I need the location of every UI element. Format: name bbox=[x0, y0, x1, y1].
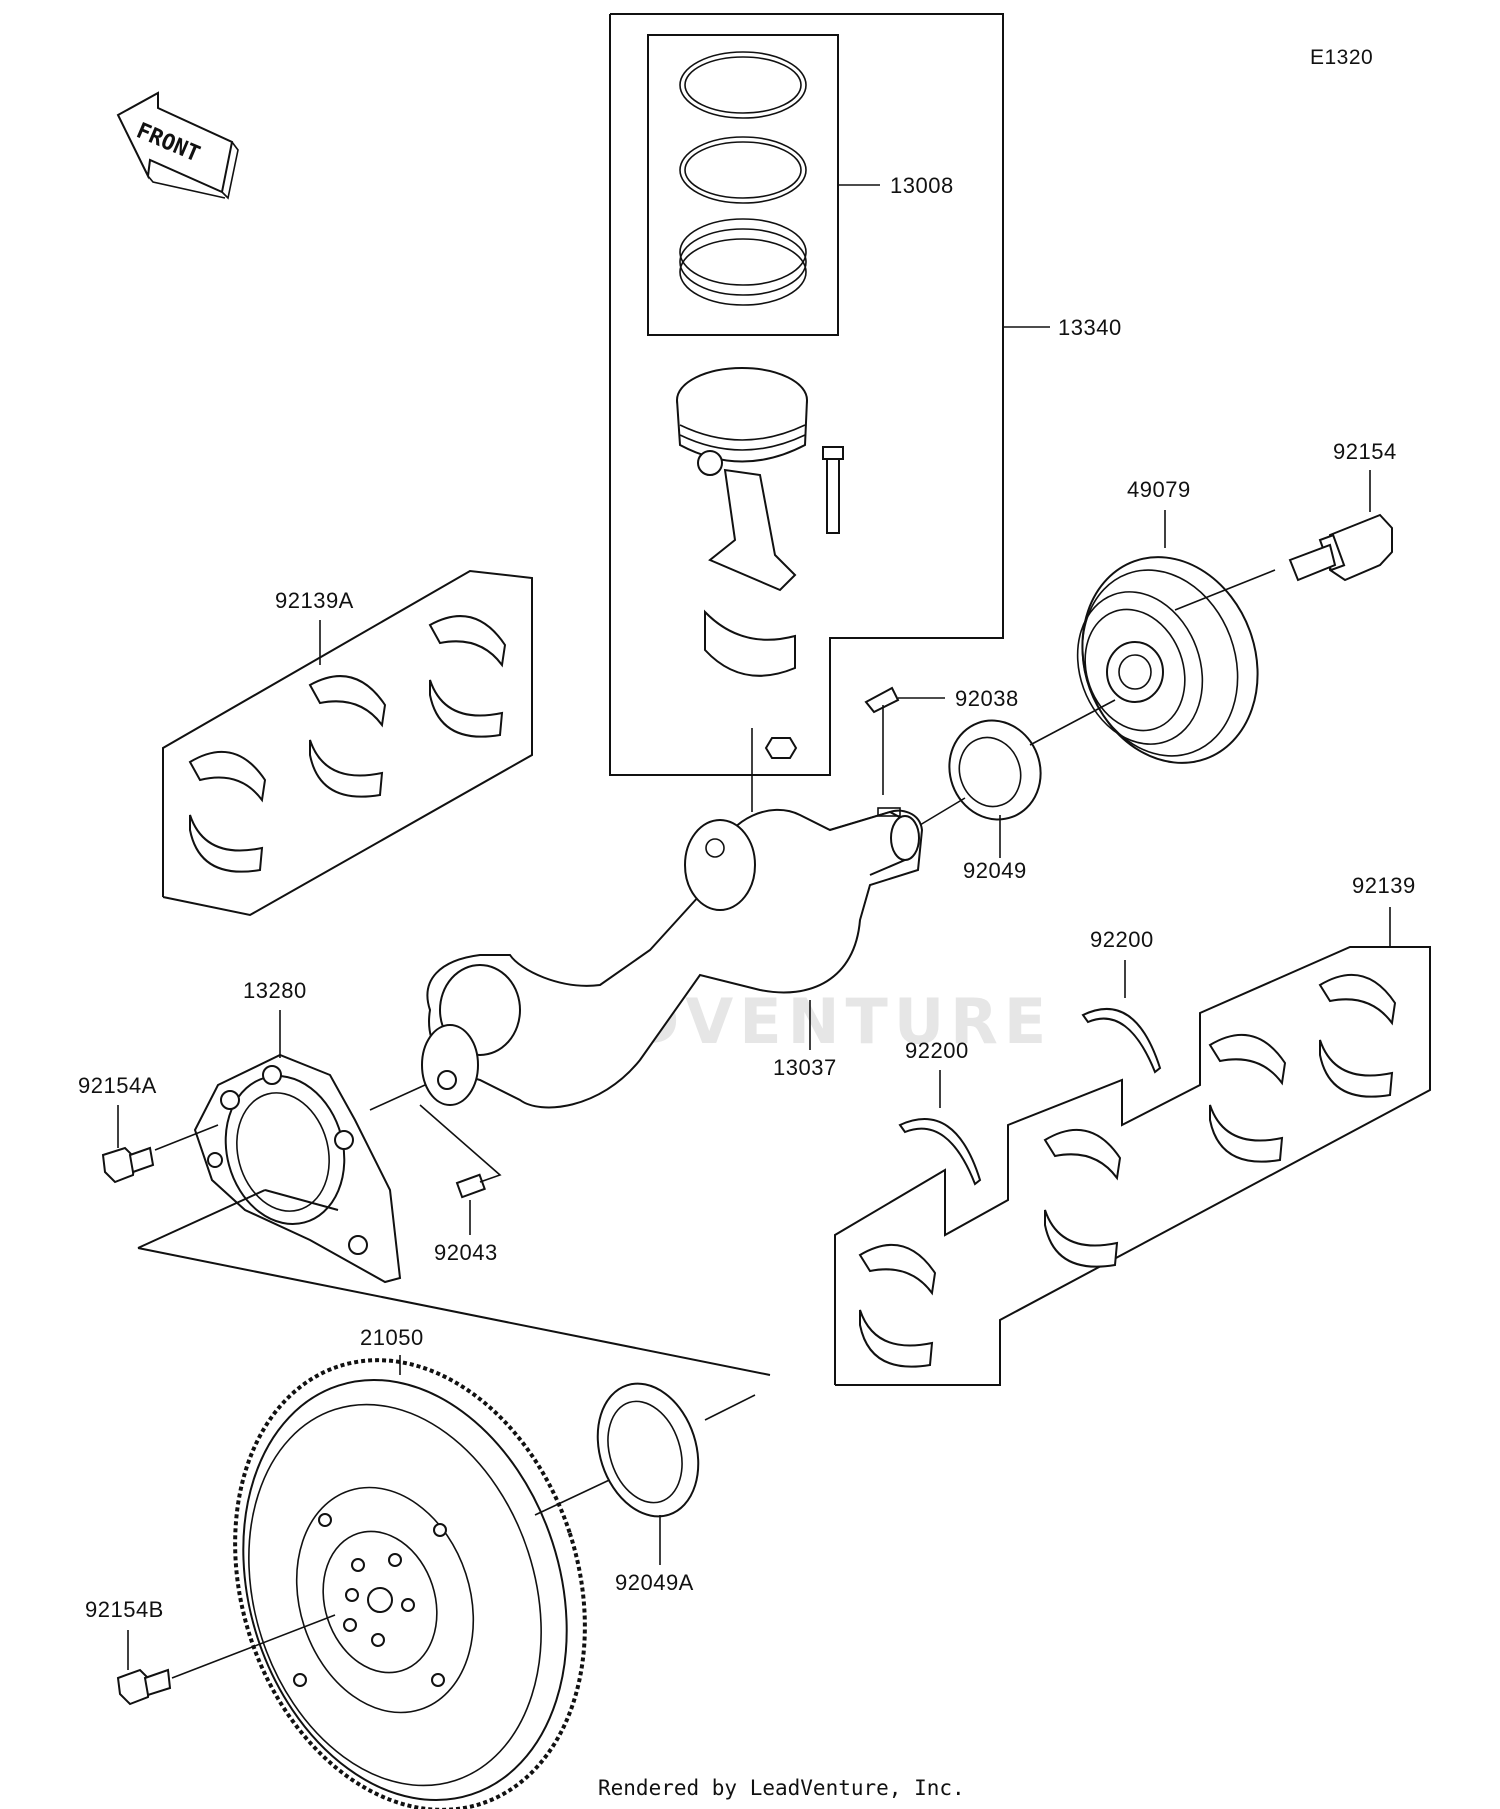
label-92139A[interactable]: 92139A bbox=[275, 588, 354, 613]
label-92200-upper[interactable]: 92200 bbox=[1090, 927, 1154, 952]
crankshaft-pulley-icon bbox=[1076, 556, 1259, 764]
label-92154A[interactable]: 92154A bbox=[78, 1073, 157, 1098]
footer-credit: Rendered by LeadVenture, Inc. bbox=[598, 1776, 965, 1800]
piston-rod-icon bbox=[676, 367, 844, 759]
label-21050[interactable]: 21050 bbox=[360, 1325, 424, 1350]
label-13340[interactable]: 13340 bbox=[1058, 315, 1122, 340]
label-92154B[interactable]: 92154B bbox=[85, 1597, 164, 1622]
front-arrow-icon: FRONT bbox=[116, 91, 239, 200]
woodruff-key-icon bbox=[864, 686, 900, 714]
label-92049A[interactable]: 92049A bbox=[615, 1570, 694, 1595]
bearing-shells-lower-icon bbox=[858, 973, 1397, 1368]
pulley-bolt-icon bbox=[1288, 513, 1393, 582]
bearing-housing-icon bbox=[193, 1053, 402, 1284]
label-92200-lower[interactable]: 92200 bbox=[905, 1038, 969, 1063]
bearing-set-box-92139 bbox=[834, 946, 1431, 1386]
label-13280[interactable]: 13280 bbox=[243, 978, 307, 1003]
bearing-shells-upper-icon bbox=[188, 615, 507, 873]
label-13008[interactable]: 13008 bbox=[890, 173, 954, 198]
ring-set-box-13008 bbox=[647, 34, 839, 336]
label-49079[interactable]: 49079 bbox=[1127, 477, 1191, 502]
label-92049[interactable]: 92049 bbox=[963, 858, 1027, 883]
rear-oil-seal-icon bbox=[596, 1382, 700, 1518]
label-92038[interactable]: 92038 bbox=[955, 686, 1019, 711]
bearing-set-box-92139A bbox=[162, 569, 533, 917]
piston-rings-icon bbox=[679, 51, 807, 306]
diagram-code: E1320 bbox=[1310, 46, 1373, 69]
crankshaft-icon bbox=[421, 807, 924, 1109]
label-92139[interactable]: 92139 bbox=[1352, 873, 1416, 898]
oil-seal-icon bbox=[948, 719, 1042, 821]
label-13037[interactable]: 13037 bbox=[773, 1055, 837, 1080]
dowel-pin-icon bbox=[455, 1173, 486, 1199]
flywheel-icon bbox=[233, 1358, 587, 1809]
flywheel-bolt-icon bbox=[116, 1668, 172, 1706]
assembly-box-13340 bbox=[609, 13, 1004, 776]
thrust-washer-upper-icon bbox=[1081, 1007, 1162, 1074]
label-92154[interactable]: 92154 bbox=[1333, 439, 1397, 464]
label-92043[interactable]: 92043 bbox=[434, 1240, 498, 1265]
thrust-washer-lower-icon bbox=[898, 1118, 982, 1186]
housing-bolt-icon bbox=[101, 1146, 155, 1184]
